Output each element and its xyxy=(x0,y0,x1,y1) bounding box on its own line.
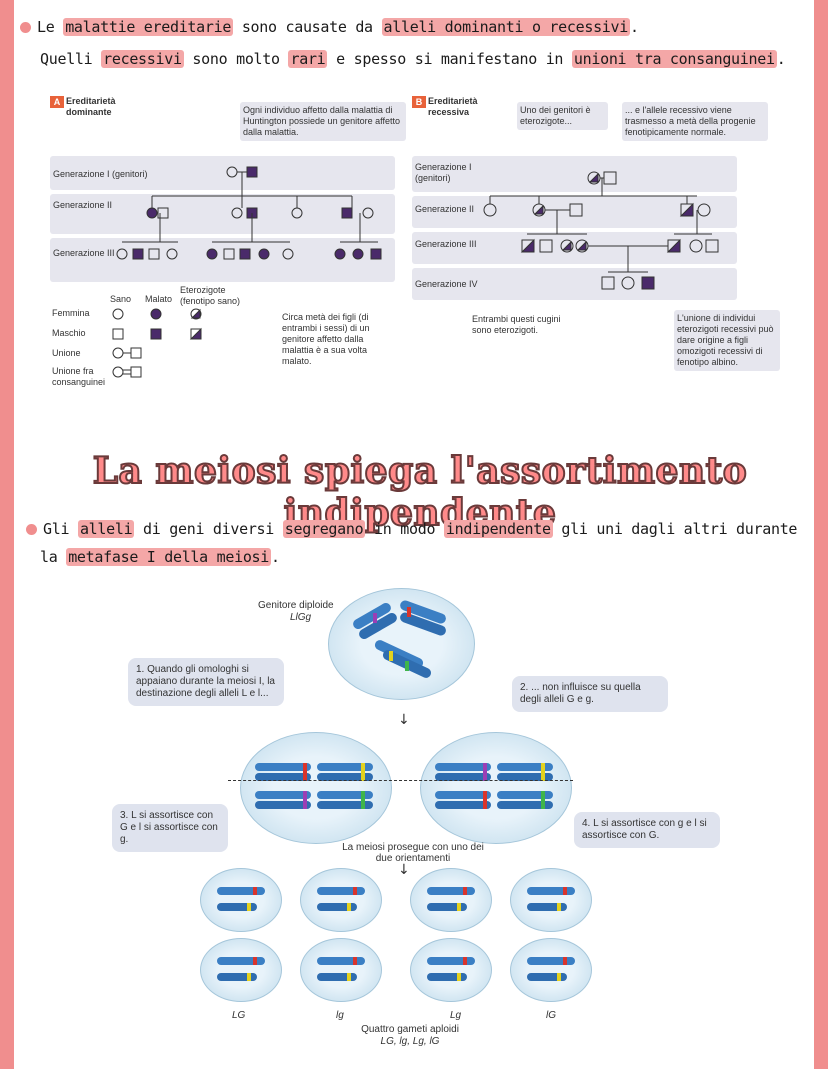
gamete-label-3: Lg xyxy=(450,1010,462,1021)
text: la xyxy=(40,548,67,566)
highlight: recessivi xyxy=(101,50,184,68)
text: Gli xyxy=(43,520,78,538)
badge-b: B xyxy=(412,96,426,108)
cell-orientation-2 xyxy=(420,732,572,844)
text: e spesso si manifestano in xyxy=(327,50,572,68)
text: . xyxy=(630,18,639,36)
gamete-cell xyxy=(200,868,282,932)
callout-1: 1. Quando gli omologhi si appaiano duran… xyxy=(128,658,284,706)
left-border xyxy=(0,0,14,1069)
gamete-cell xyxy=(510,868,592,932)
note-bottom-a: Circa metà dei figli (di entrambi i sess… xyxy=(282,312,370,366)
heading-dominant: Ereditarietà dominante xyxy=(66,96,116,117)
parent-genotype: LlGg xyxy=(290,612,312,623)
callout-4: 4. L si assortisce con g e l si assortis… xyxy=(574,812,720,848)
parent-cell xyxy=(328,588,475,700)
highlight: alleli dominanti o recessivi xyxy=(381,18,630,36)
gamete-cell xyxy=(410,868,492,932)
callout-2: 2. ... non influisce su quella degli all… xyxy=(512,676,668,712)
parent-chromosomes xyxy=(353,600,446,678)
text: gli uni dagli altri durante xyxy=(552,520,798,538)
cell-orientation-1 xyxy=(240,732,392,844)
parent-label: Genitore diploide xyxy=(258,600,334,611)
text: sono molto xyxy=(183,50,289,68)
legend-maschio: Maschio xyxy=(52,328,86,338)
pedigree-b-symbols xyxy=(483,171,719,290)
callout-3: 3. L si assortisce con G e l si assortis… xyxy=(112,804,228,852)
text: . xyxy=(271,548,280,566)
gen2-label-a: Generazione II xyxy=(53,200,113,210)
highlight: metafase I della meiosi xyxy=(66,548,272,566)
gamete-chromosomes xyxy=(317,887,365,911)
heading-recessive: Ereditarietà recessiva xyxy=(428,96,478,117)
gamete-label-2: lg xyxy=(336,1010,344,1021)
text: sono causate da xyxy=(233,18,382,36)
legend-malato: Malato xyxy=(145,294,173,304)
text: in modo xyxy=(365,520,444,538)
legend-unione: Unione xyxy=(52,348,81,358)
gen1-label-a: Generazione I (genitori) xyxy=(53,169,148,179)
gamete-cell xyxy=(510,938,592,1002)
gamete-cell xyxy=(410,938,492,1002)
highlight: segregano xyxy=(282,520,366,538)
note-2-b: ... e l'allele recessivo viene trasmesso… xyxy=(622,102,768,141)
note-1-b: Uno dei genitori è eterozigote... xyxy=(517,102,608,130)
gen2-label-b: Generazione II xyxy=(415,204,475,214)
highlight: rari xyxy=(288,50,328,68)
highlight: alleli xyxy=(77,520,135,538)
cell-1-chromosomes xyxy=(255,763,373,809)
highlight: unioni tra consanguinei xyxy=(571,50,777,68)
gamete-cell xyxy=(200,938,282,1002)
gamete-chromosomes xyxy=(427,887,475,911)
text: Quelli xyxy=(40,50,102,68)
gamete-chromosomes xyxy=(217,887,265,911)
body-line-2: la metafase I della meiosi. xyxy=(40,548,280,566)
intro-line-2: Quelli recessivi sono molto rari e spess… xyxy=(40,50,786,68)
gamete-chromosomes xyxy=(527,887,575,911)
bullet-icon xyxy=(26,524,37,535)
body-line-1: Gli alleli di geni diversi segregano in … xyxy=(26,520,797,538)
gamete-chromosomes xyxy=(527,957,575,981)
text: Le xyxy=(37,18,64,36)
text: di geni diversi xyxy=(134,520,283,538)
gamete-chromosomes xyxy=(217,957,265,981)
legend-femmina: Femmina xyxy=(52,308,90,318)
metaphase-plate xyxy=(228,780,573,781)
gen3-label-b: Generazione III xyxy=(415,239,477,249)
gamete-chromosomes xyxy=(317,957,365,981)
continue-label: La meiosi prosegue con uno dei due orien… xyxy=(342,842,484,864)
gen4-label-b: Generazione IV xyxy=(415,279,478,289)
bullet-icon xyxy=(20,22,31,33)
highlight: indipendente xyxy=(443,520,553,538)
gen3-label-a: Generazione III xyxy=(53,248,115,258)
legend-symbols xyxy=(112,308,202,378)
gamete-cell xyxy=(300,938,382,1002)
gametes-list: LG, lg, Lg, lG xyxy=(380,1036,440,1047)
right-border xyxy=(814,0,828,1069)
note-4-b: L'unione di individui eterozigoti recess… xyxy=(674,310,780,371)
gametes-caption: Quattro gameti aploidi xyxy=(361,1024,459,1035)
down-arrow-icon: ↓ xyxy=(398,712,410,728)
intro-line-1: Le malattie ereditarie sono causate da a… xyxy=(20,18,639,36)
gamete-label-4: lG xyxy=(546,1010,556,1021)
pedigree-a-symbols xyxy=(116,166,382,260)
gamete-cell xyxy=(300,868,382,932)
gen1-label-b: Generazione I (genitori) xyxy=(415,162,472,183)
gamete-chromosomes xyxy=(427,957,475,981)
highlight: malattie ereditarie xyxy=(63,18,234,36)
pedigree-dominant: A Ereditarietà dominante Ogni individuo … xyxy=(50,96,406,406)
pedigree-recessive: B Ereditarietà recessiva Uno dei genitor… xyxy=(412,96,782,396)
text: . xyxy=(776,50,786,68)
legend-sano: Sano xyxy=(110,294,132,304)
badge-a: A xyxy=(50,96,64,108)
gamete-label-1: LG xyxy=(232,1010,246,1021)
legend-consanguinei: Unione fra consanguinei xyxy=(52,366,106,387)
legend-eterozigote: Eterozigote (fenotipo sano) xyxy=(180,285,241,306)
down-arrow-icon: ↓ xyxy=(398,862,410,878)
note-top-a: Ogni individuo affetto dalla malattia di… xyxy=(240,102,406,141)
note-3-b: Entrambi questi cugini sono eterozigoti. xyxy=(472,314,561,335)
cell-2-chromosomes xyxy=(435,763,553,809)
section-title: La meiosi spiega l'assortimento indipend… xyxy=(92,449,748,535)
